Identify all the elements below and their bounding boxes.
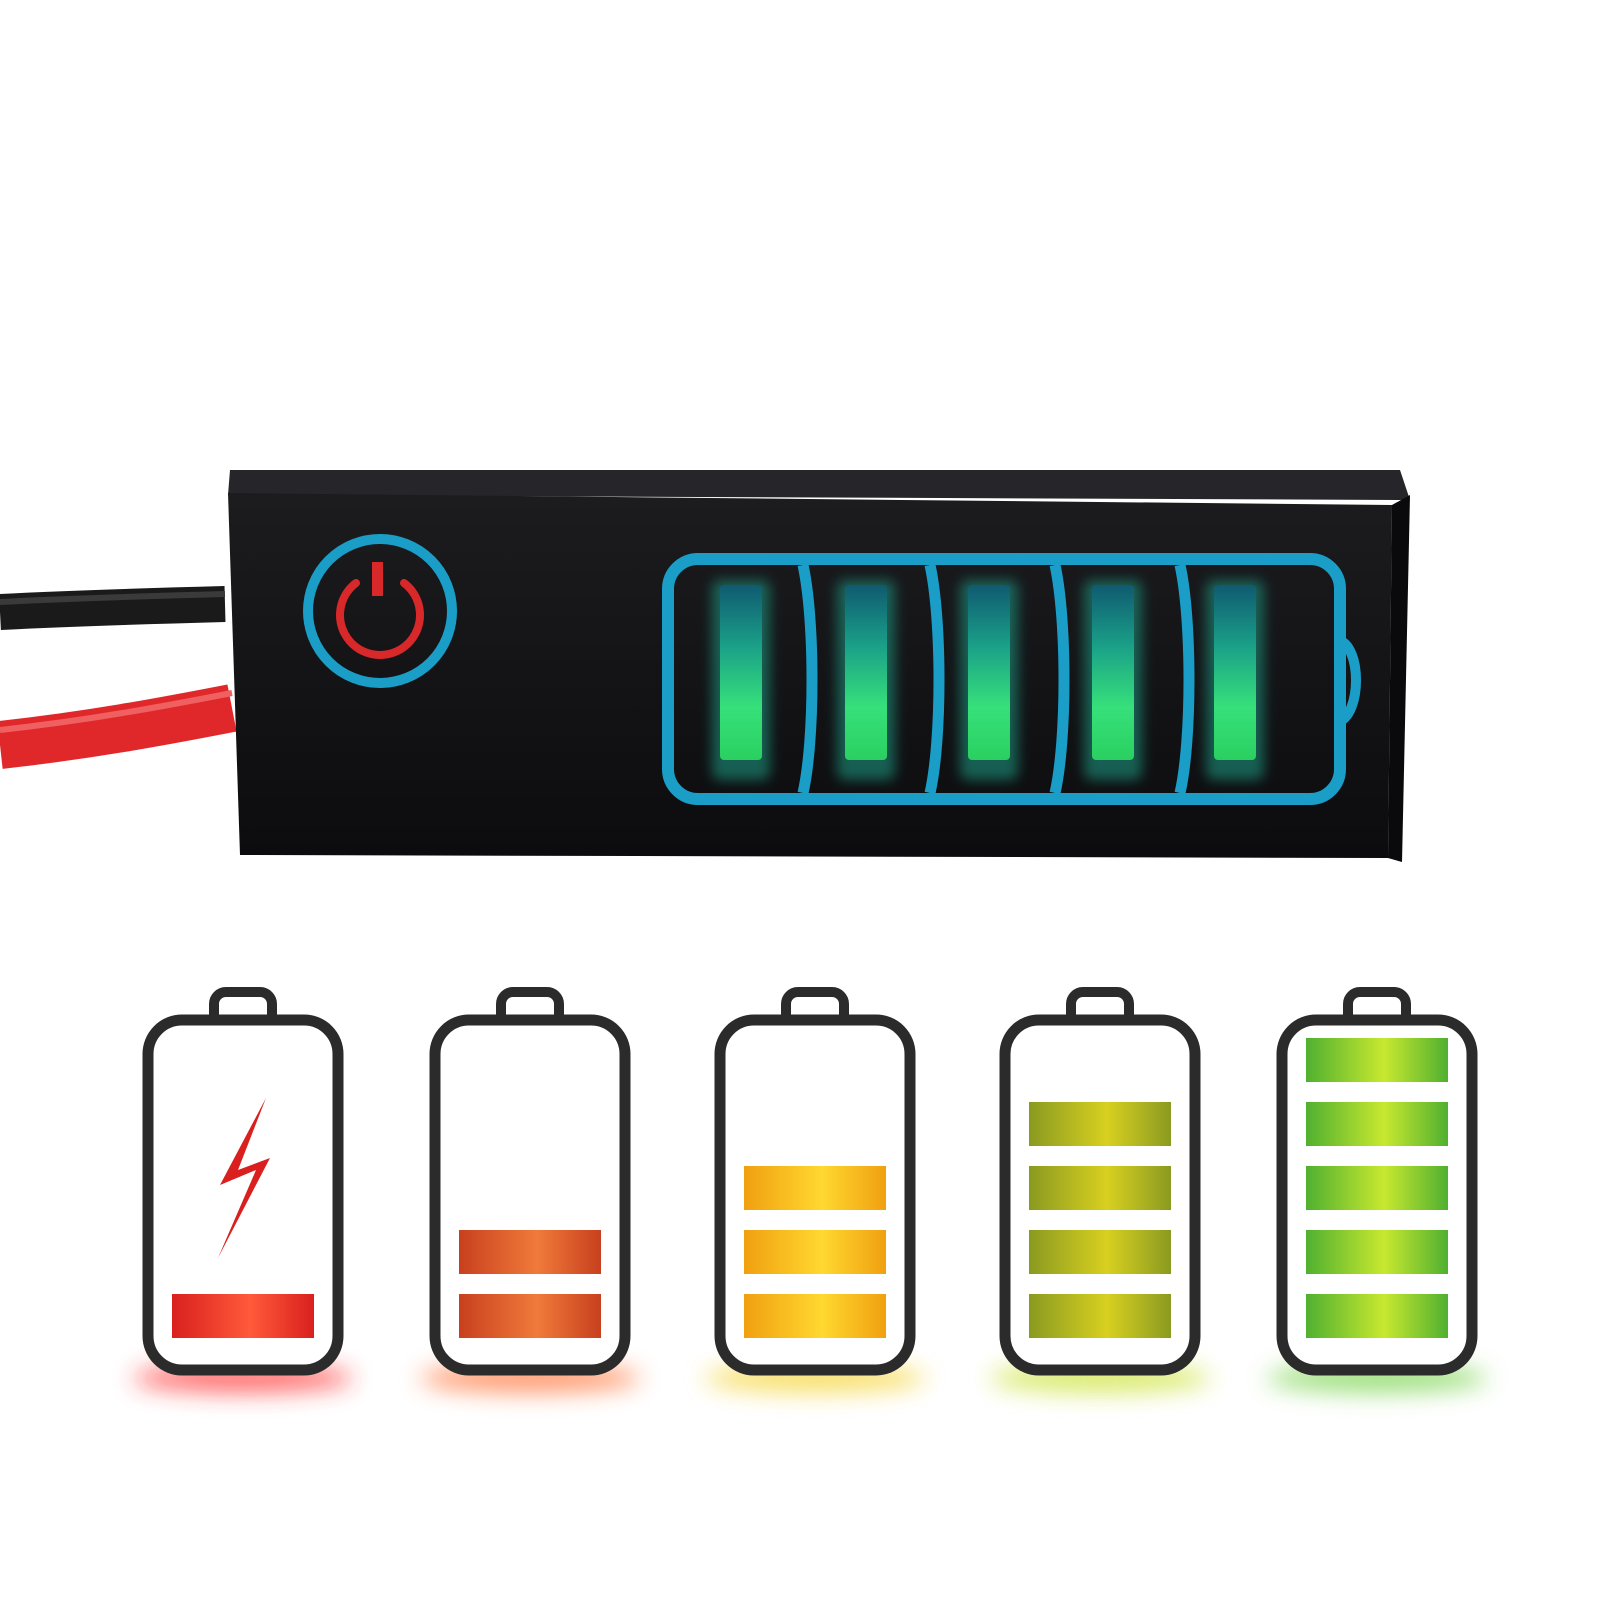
level-bar [744, 1294, 886, 1338]
level-bar [172, 1294, 314, 1338]
level-bar [1029, 1166, 1171, 1210]
battery-full-icon [1267, 987, 1487, 1392]
black-wire-highlight [0, 591, 226, 605]
led-segment [1206, 580, 1264, 780]
level-bar [1029, 1230, 1171, 1274]
level-bar [1029, 1102, 1171, 1146]
battery-low-icon [420, 987, 640, 1392]
red-wire [0, 684, 237, 769]
led-segments [712, 580, 1264, 780]
level-bar [1306, 1230, 1448, 1274]
module-top-face [228, 470, 1410, 500]
led-segment [712, 580, 770, 780]
led-segment [960, 580, 1018, 780]
battery-module [228, 470, 1410, 862]
battery-level-icons [133, 987, 1487, 1392]
level-bar [1306, 1294, 1448, 1338]
lightning-bolt-icon [218, 1098, 270, 1258]
black-wire [0, 586, 226, 630]
red-wire-highlight [0, 690, 233, 733]
level-bar [744, 1230, 886, 1274]
level-bar [1306, 1102, 1448, 1146]
level-bar [459, 1294, 601, 1338]
level-bar [1306, 1166, 1448, 1210]
power-icon [303, 534, 457, 688]
led-segment [837, 580, 895, 780]
battery-medium-icon [705, 987, 925, 1392]
level-bar [744, 1166, 886, 1210]
battery-empty-icon [133, 987, 353, 1392]
module-right-face [1388, 495, 1410, 862]
led-segment [1084, 580, 1142, 780]
battery-outline [662, 553, 1361, 805]
level-bar [459, 1230, 601, 1274]
wires [0, 586, 237, 769]
level-bar [1029, 1294, 1171, 1338]
battery-high-icon [990, 987, 1210, 1392]
level-bar [1306, 1038, 1448, 1082]
